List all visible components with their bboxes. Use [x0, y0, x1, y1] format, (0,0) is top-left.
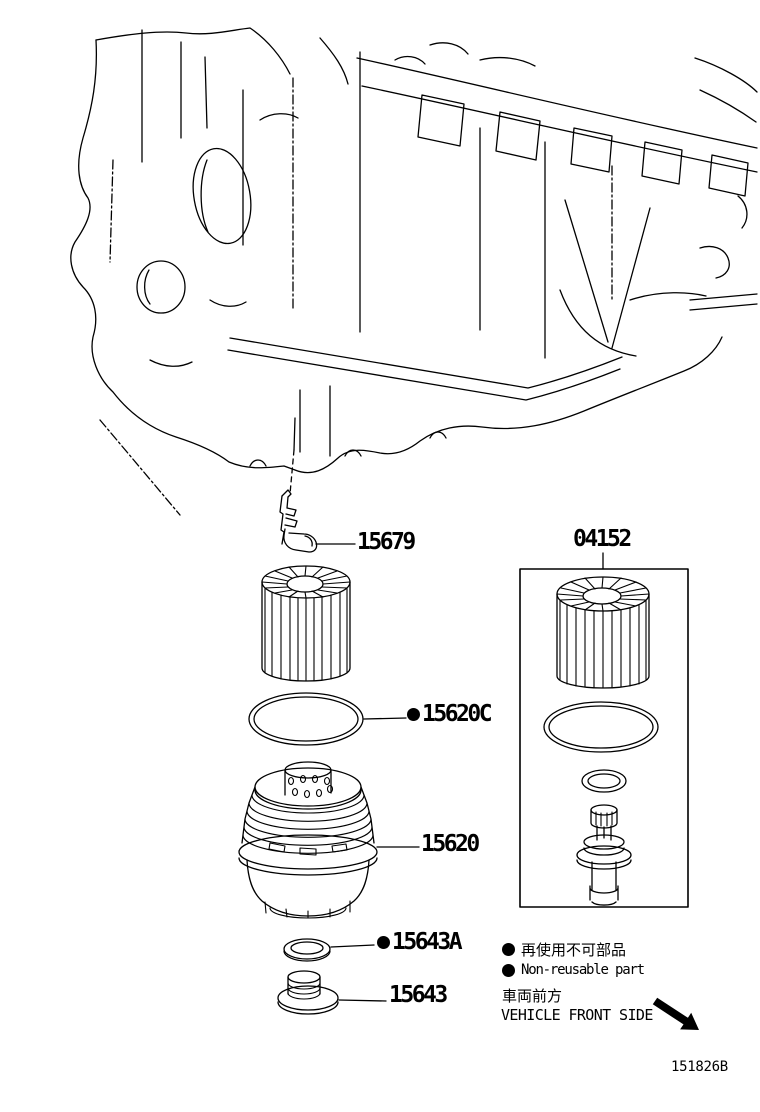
filter-cap-drawing: [238, 761, 378, 919]
non-reusable-bullet-icon: [502, 963, 515, 977]
kit-small-oring-drawing: [581, 769, 627, 793]
non-reusable-bullet-icon: [407, 707, 420, 721]
part-number: 15643: [389, 982, 448, 1008]
leader-lines: [315, 543, 604, 1002]
non-reusable-bullet-icon: [377, 935, 390, 949]
part-number: 15679: [357, 529, 416, 555]
oil-filter-element-drawing: [261, 565, 351, 682]
kit-box-04152: [519, 568, 689, 908]
part-number: 15620: [421, 831, 480, 857]
engine-block-drawing: [70, 27, 758, 516]
kit-relief-valve-drawing: [576, 804, 632, 906]
part-number: 15620C: [422, 701, 493, 727]
part-label-15679: 15679: [357, 529, 416, 555]
legend-text-jp: 再使用不可部品: [521, 941, 627, 959]
part-number: 15643A: [392, 929, 463, 955]
part-label-15643A: 15643A: [377, 929, 463, 955]
legend-non-reusable-jp: 再使用不可部品: [502, 939, 626, 960]
part-label-15643: 15643: [389, 982, 448, 1008]
vehicle-front-label-en: VEHICLE FRONT SIDE: [501, 1006, 653, 1024]
kit-large-oring-drawing: [543, 701, 659, 753]
part-number: 04152: [573, 526, 632, 552]
vehicle-front-arrow-icon: [652, 997, 699, 1030]
part-label-15620C: 15620C: [407, 701, 493, 727]
part-label-04152: 04152: [573, 526, 632, 552]
vehicle-front-label-jp: 車両前方: [502, 987, 563, 1005]
drain-plug-15643-drawing: [277, 970, 339, 1015]
figure-code: 151826B: [671, 1059, 728, 1075]
kit-filter-element-drawing: [556, 576, 650, 689]
part-label-15620: 15620: [421, 831, 480, 857]
legend-non-reusable-en: Non-reusable part: [502, 962, 645, 978]
part-15679-drawing: [279, 449, 318, 553]
washer-15643a-drawing: [283, 938, 331, 962]
non-reusable-bullet-icon: [502, 943, 515, 956]
oring-15620c-drawing: [248, 692, 364, 746]
legend-text-en: Non-reusable part: [521, 962, 645, 978]
